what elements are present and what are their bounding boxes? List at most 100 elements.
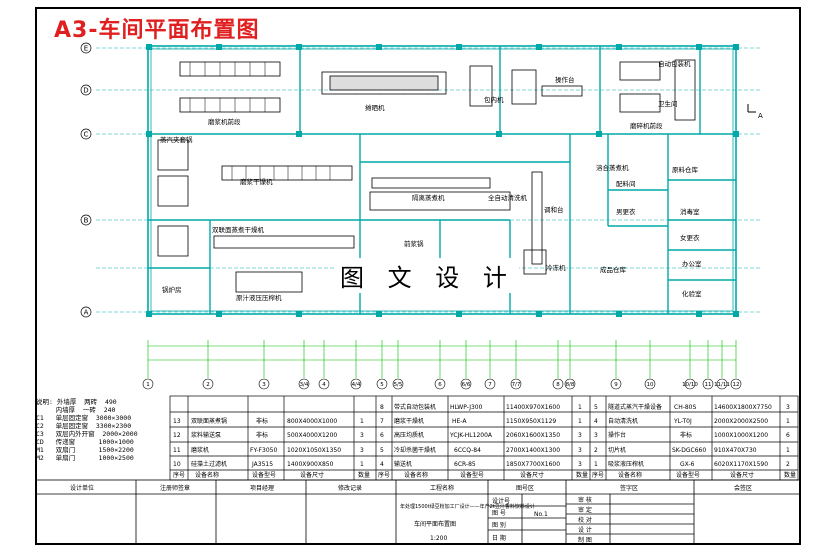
svg-text:JA3515: JA3515 <box>251 461 273 468</box>
svg-text:3/4: 3/4 <box>300 382 309 388</box>
svg-text:6: 6 <box>786 432 790 439</box>
row-axis-bubbles: E D C B A <box>80 42 92 318</box>
svg-text:E: E <box>84 45 88 53</box>
svg-text:1020X1050X1350: 1020X1050X1350 <box>287 447 341 454</box>
svg-text:3: 3 <box>578 432 582 439</box>
svg-text:设备尺寸: 设备尺寸 <box>300 471 324 479</box>
axis-bubble-col: 3 <box>258 378 270 390</box>
equipment-spreader <box>321 71 447 95</box>
equipment-grinder-1 <box>619 61 661 81</box>
svg-text:6: 6 <box>380 432 384 439</box>
svg-text:3: 3 <box>360 432 364 439</box>
equipment-jacket-kettle-3 <box>157 225 189 257</box>
svg-text:设 计: 设 计 <box>578 526 592 534</box>
watermark-text: 图 文 设 计 <box>336 258 519 293</box>
svg-text:修改记录: 修改记录 <box>338 484 362 492</box>
svg-text:2000X2000X2500: 2000X2000X2500 <box>714 418 768 425</box>
equipment-cooker <box>369 191 511 211</box>
svg-text:6/6: 6/6 <box>462 382 471 388</box>
svg-text:11: 11 <box>173 447 181 454</box>
svg-text:设备型号: 设备型号 <box>460 471 484 479</box>
svg-text:硅藻土过滤机: 硅藻土过滤机 <box>191 460 227 468</box>
svg-text:车间平面布置图: 车间平面布置图 <box>414 520 456 528</box>
svg-text:序号: 序号 <box>173 471 185 479</box>
svg-text:6CCQ-84: 6CCQ-84 <box>454 447 481 454</box>
room-label: 化验室 <box>682 289 702 298</box>
svg-text:隧道式蒸汽干燥设备: 隧道式蒸汽干燥设备 <box>608 403 662 411</box>
equipment-pulper-row1 <box>179 61 281 77</box>
svg-text:4: 4 <box>594 418 598 425</box>
svg-text:1: 1 <box>786 447 790 454</box>
svg-text:数量: 数量 <box>358 471 370 479</box>
svg-text:1: 1 <box>360 418 364 425</box>
svg-text:1: 1 <box>146 382 150 388</box>
axis-bubble-col: 2 <box>202 378 214 390</box>
room-label: 原料仓库 <box>672 165 699 174</box>
svg-text:图 别: 图 别 <box>492 521 506 529</box>
room-label: 前浆锅 <box>404 239 424 248</box>
svg-text:11: 11 <box>705 382 712 388</box>
svg-text:5: 5 <box>380 382 384 388</box>
svg-text:磨浆干燥机: 磨浆干燥机 <box>394 417 424 425</box>
svg-text:10: 10 <box>647 382 654 388</box>
svg-text:1400X900X850: 1400X900X850 <box>287 461 334 468</box>
svg-text:双联面蒸煮锅: 双联面蒸煮锅 <box>191 417 227 425</box>
equipment-jacket-kettle-1 <box>157 139 189 171</box>
svg-text:YCJK-HL1200A: YCJK-HL1200A <box>449 432 493 439</box>
svg-text:14600X1800X7750: 14600X1800X7750 <box>714 404 772 411</box>
svg-text:910X470X730: 910X470X730 <box>714 447 757 454</box>
room-label: 男更衣 <box>616 207 636 216</box>
room-label: 溶合蒸煮机 <box>596 163 629 172</box>
svg-text:设备型号: 设备型号 <box>676 471 700 479</box>
svg-text:高压均质机: 高压均质机 <box>394 431 424 439</box>
svg-text:1: 1 <box>578 418 582 425</box>
svg-text:2700X1400X1300: 2700X1400X1300 <box>506 447 560 454</box>
equipment-dryer <box>221 165 353 181</box>
equipment-operating-table <box>541 85 583 97</box>
svg-text:审 定: 审 定 <box>578 506 592 514</box>
svg-text:2: 2 <box>786 461 790 468</box>
room-label: 隔离蒸煮机 <box>412 193 445 202</box>
svg-text:注册师签章: 注册师签章 <box>160 484 190 492</box>
svg-text:校 对: 校 对 <box>578 516 592 524</box>
svg-text:1: 1 <box>578 404 582 411</box>
room-label: 女更衣 <box>680 233 700 242</box>
svg-text:A: A <box>758 112 763 120</box>
equipment-unit-a <box>511 69 537 105</box>
axis-bubble-col: 6/6 <box>460 378 472 390</box>
svg-text:11/11: 11/11 <box>714 382 730 388</box>
svg-text:数量: 数量 <box>784 471 796 479</box>
axis-bubble-col: 11 <box>702 378 714 390</box>
svg-text:设计号: 设计号 <box>492 497 510 505</box>
axis-bubble-col: 1 <box>142 378 154 390</box>
svg-text:B: B <box>84 217 89 225</box>
svg-text:5/5: 5/5 <box>394 382 403 388</box>
equipment-table <box>169 395 799 481</box>
room-label: 配料间 <box>616 179 636 188</box>
svg-text:工程名称: 工程名称 <box>430 484 454 492</box>
equipment-blocks <box>157 59 696 293</box>
svg-text:A: A <box>84 309 89 317</box>
axis-bubble-D: D <box>80 84 92 96</box>
equipment-dual-cooker <box>213 235 355 249</box>
svg-text:操作台: 操作台 <box>608 431 626 439</box>
equipment-conveyor <box>371 177 491 189</box>
svg-text:设备名称: 设备名称 <box>195 471 219 479</box>
room-label: 蒸汽夹套锅 <box>160 135 193 144</box>
equipment-mixing-line <box>531 171 543 265</box>
equipment-detail-lines <box>189 62 331 180</box>
svg-text:11400X970X1600: 11400X970X1600 <box>506 404 560 411</box>
room-label: 摊晒机 <box>365 103 385 112</box>
svg-text:审 核: 审 核 <box>578 496 592 504</box>
room-label: 操作台 <box>555 75 575 84</box>
svg-text:设备尺寸: 设备尺寸 <box>520 471 544 479</box>
svg-text:非标: 非标 <box>256 417 268 425</box>
svg-text:CH-80S: CH-80S <box>674 404 697 411</box>
svg-text:4/4: 4/4 <box>352 382 361 388</box>
axis-bubble-col: 4 <box>318 378 330 390</box>
svg-text:12: 12 <box>173 432 181 439</box>
svg-text:浆料输送泵: 浆料输送泵 <box>191 431 221 439</box>
svg-text:3: 3 <box>262 382 266 388</box>
svg-text:6CR-85: 6CR-85 <box>454 461 476 468</box>
axis-bubble-C: C <box>80 128 92 140</box>
